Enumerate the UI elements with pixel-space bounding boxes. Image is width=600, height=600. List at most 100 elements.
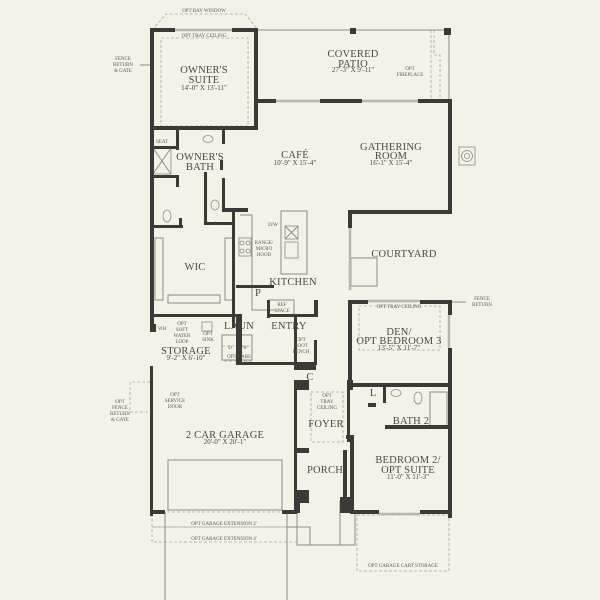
svg-text:OPT BEDROOM 3: OPT BEDROOM 3 <box>356 336 441 347</box>
svg-text:WATER: WATER <box>174 334 191 339</box>
svg-text:OPT GARAGE CART STORAGE: OPT GARAGE CART STORAGE <box>368 564 438 569</box>
ac-unit-icon <box>458 146 476 166</box>
svg-text:SINK: SINK <box>202 338 214 343</box>
svg-text:27'-3" X 9'-11": 27'-3" X 9'-11" <box>332 66 374 74</box>
svg-text:D: D <box>228 346 232 351</box>
svg-text:STORAGE: STORAGE <box>161 346 211 357</box>
room-kitchen: KITCHEN <box>269 277 317 288</box>
svg-text:DEN/: DEN/ <box>386 327 411 338</box>
svg-text:L: L <box>214 222 217 227</box>
svg-text:RETURN: RETURN <box>472 303 492 308</box>
svg-text:FENCE: FENCE <box>115 57 131 62</box>
toilet-icon <box>210 199 220 211</box>
toilet-icon <box>162 209 172 223</box>
room-wic: WIC <box>184 262 205 273</box>
svg-text:OPT: OPT <box>203 332 212 337</box>
svg-text:OPT GARAGE EXTENSION 4': OPT GARAGE EXTENSION 4' <box>191 537 256 542</box>
svg-text:10'-9" X 15'-4": 10'-9" X 15'-4" <box>274 159 317 167</box>
svg-text:SUITE: SUITE <box>189 75 220 86</box>
svg-text:13'-5" X 11'-7": 13'-5" X 11'-7" <box>378 344 420 352</box>
svg-text:WH: WH <box>158 327 167 332</box>
sink-icon <box>390 389 402 397</box>
svg-text:GATHERING: GATHERING <box>360 142 422 153</box>
svg-text:P: P <box>255 288 261 299</box>
room-owners-bath: OWNER'S BATH <box>176 152 223 173</box>
svg-text:CAFÉ: CAFÉ <box>281 149 309 161</box>
plan-notes: OPT BAY WINDOW OPT TRAY CEILING FENCE RE… <box>110 9 492 569</box>
room-storage: STORAGE 9'-2" X 6'-10" <box>161 346 211 362</box>
room-laun: LAUN <box>224 321 254 332</box>
svg-text:OPT GARAGE EXTENSION 2': OPT GARAGE EXTENSION 2' <box>191 522 256 527</box>
svg-text:DOOR: DOOR <box>168 405 183 410</box>
svg-text:COVERED: COVERED <box>328 49 379 60</box>
walls <box>150 28 452 518</box>
svg-text:OPT: OPT <box>115 400 124 405</box>
toilet-icon <box>413 391 423 405</box>
svg-text:OPT TRAY CEILING: OPT TRAY CEILING <box>182 34 227 39</box>
svg-text:W: W <box>243 346 248 351</box>
svg-text:14'-0" X 13'-11": 14'-0" X 13'-11" <box>181 84 227 92</box>
svg-text:OPT: OPT <box>170 393 179 398</box>
svg-text:SPACE: SPACE <box>274 309 289 314</box>
svg-text:D/W: D/W <box>268 223 278 228</box>
svg-text:ROOM: ROOM <box>375 151 408 162</box>
svg-text:16'-1" X 15'-4": 16'-1" X 15'-4" <box>370 159 413 167</box>
room-courtyard: COURTYARD <box>371 249 437 260</box>
room-den: DEN/ OPT BEDROOM 3 13'-5" X 11'-7" <box>356 327 441 352</box>
room-bedroom2: BEDROOM 2/ OPT SUITE 11'-0" X 11'-3" <box>375 455 440 481</box>
room-entry: ENTRY <box>271 321 307 332</box>
svg-text:RETURN: RETURN <box>110 412 130 417</box>
svg-text:OPT: OPT <box>296 338 305 343</box>
svg-text:L: L <box>370 388 377 399</box>
kitchen-sink-icon <box>284 241 299 259</box>
svg-text:REF: REF <box>277 303 286 308</box>
sink-icon <box>202 135 214 143</box>
room-owners-suite: OWNER'S SUITE 14'-0" X 13'-11" <box>180 65 228 92</box>
svg-text:OPT: OPT <box>177 322 186 327</box>
svg-text:OPT TRAY CEILING: OPT TRAY CEILING <box>377 305 422 310</box>
room-foyer: FOYER <box>308 419 343 430</box>
svg-text:SEAT: SEAT <box>156 140 168 145</box>
svg-text:TRAY: TRAY <box>320 400 334 405</box>
svg-text:& GATE: & GATE <box>114 69 132 74</box>
svg-text:MICRO: MICRO <box>256 247 273 252</box>
svg-text:OPT: OPT <box>322 394 331 399</box>
svg-text:RETURN: RETURN <box>113 63 133 68</box>
svg-text:OWNER'S: OWNER'S <box>180 65 228 76</box>
svg-text:FENCE: FENCE <box>474 297 490 302</box>
svg-text:20'-0" X 20'-1": 20'-0" X 20'-1" <box>204 438 247 446</box>
svg-text:OPT CABS: OPT CABS <box>227 355 251 360</box>
room-garage: 2 CAR GARAGE 20'-0" X 20'-1" <box>186 430 264 446</box>
svg-text:BATH: BATH <box>186 162 214 173</box>
range-icon <box>238 237 252 257</box>
svg-text:LOOP: LOOP <box>175 340 188 345</box>
svg-text:HOOD: HOOD <box>257 253 272 258</box>
utility-sink-icon <box>201 321 213 332</box>
room-labels: OWNER'S SUITE 14'-0" X 13'-11" COVERED P… <box>161 49 441 481</box>
svg-text:OPT: OPT <box>405 67 414 72</box>
svg-text:OPT SUITE: OPT SUITE <box>381 465 435 476</box>
svg-text:BEDROOM 2/: BEDROOM 2/ <box>375 455 440 466</box>
svg-text:C: C <box>306 372 313 383</box>
svg-text:11'-0" X 11'-3": 11'-0" X 11'-3" <box>387 473 429 481</box>
svg-text:SOFT: SOFT <box>176 328 188 333</box>
svg-text:SERVICE: SERVICE <box>165 399 185 404</box>
svg-text:BOOT: BOOT <box>294 344 308 349</box>
svg-text:2 CAR GARAGE: 2 CAR GARAGE <box>186 430 264 441</box>
svg-text:RANGE/: RANGE/ <box>255 241 274 246</box>
windows <box>175 28 451 516</box>
optional-outlines <box>129 13 450 572</box>
svg-text:FIREPLACE: FIREPLACE <box>397 73 424 78</box>
room-cafe: CAFÉ 10'-9" X 15'-4" <box>274 149 317 167</box>
svg-text:BENCH: BENCH <box>293 350 310 355</box>
svg-text:9'-2" X 6'-10": 9'-2" X 6'-10" <box>167 354 206 362</box>
svg-text:CEILING: CEILING <box>317 406 337 411</box>
room-covered-patio: COVERED PATIO 27'-3" X 9'-11" <box>328 49 379 74</box>
svg-text:PATIO: PATIO <box>338 59 368 70</box>
svg-text:OPT BAY WINDOW: OPT BAY WINDOW <box>182 9 226 14</box>
room-bath2: BATH 2 <box>393 416 430 427</box>
thin-lines <box>140 29 466 600</box>
svg-text:& GATE: & GATE <box>111 418 129 423</box>
room-gathering: GATHERING ROOM 16'-1" X 15'-4" <box>360 142 422 167</box>
